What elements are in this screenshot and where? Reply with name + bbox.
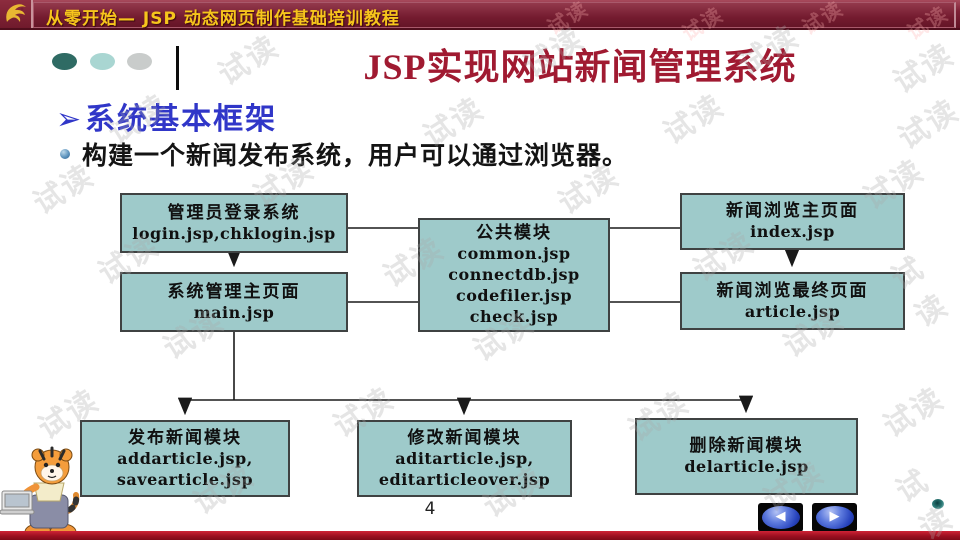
watermark: 试读 (657, 88, 731, 152)
box-line: article.jsp (744, 301, 841, 321)
diagram-box-article: 新闻浏览最终页面 article.jsp (680, 272, 905, 330)
box-title: 删除新闻模块 (689, 436, 804, 457)
diagram-box-common: 公共模块 common.jsp connectdb.jsp codefiler.… (418, 218, 610, 332)
box-line: addarticle.jsp, (117, 448, 253, 468)
box-title: 公共模块 (476, 223, 552, 244)
bullet-text: 构建一个新闻发布系统，用户可以通过浏览器。 (82, 141, 629, 170)
header-bar-panel (33, 2, 956, 28)
bullet-line: 构建一个新闻发布系统，用户可以通过浏览器。 (60, 136, 628, 172)
box-title: 新闻浏览主页面 (726, 201, 859, 222)
logo-cell (0, 0, 33, 28)
deco-dot-gray (127, 53, 152, 70)
diagram-box-index: 新闻浏览主页面 index.jsp (680, 193, 905, 250)
box-line: connectdb.jsp (448, 265, 580, 285)
back-arrow-icon: ◀ (775, 509, 786, 524)
bullet-dot-icon (60, 149, 70, 159)
watermark: 试读 (890, 463, 960, 540)
diagram-box-main: 系统管理主页面 main.jsp (120, 272, 348, 332)
section-heading: ➢系统基本框架 (56, 94, 277, 138)
box-line: delarticle.jsp (684, 457, 809, 477)
page-title: JSP实现网站新闻管理系统 (363, 47, 797, 87)
page-number: 4 (424, 499, 436, 519)
box-line: codefiler.jsp (455, 286, 572, 306)
previous-slide-button[interactable]: ◀ (758, 503, 803, 532)
box-title: 系统管理主页面 (167, 281, 301, 302)
diagram-box-add-news: 发布新闻模块 addarticle.jsp, savearticle.jsp (80, 420, 290, 497)
header-bar: 从零开始— JSP 动态网页制作基础培训教程 (0, 0, 960, 30)
box-line: editarticleover.jsp (378, 469, 551, 489)
box-title: 发布新闻模块 (128, 427, 242, 448)
box-line: login.jsp,chklogin.jsp (132, 223, 336, 243)
diagram-box-delete-news: 删除新闻模块 delarticle.jsp (635, 418, 858, 495)
diagram-box-login: 管理员登录系统 login.jsp,chklogin.jsp (120, 193, 348, 253)
tiger-mascot-image (0, 446, 80, 540)
watermark: 试读 (877, 381, 951, 445)
nav-oval: ◀ (761, 506, 800, 529)
footer-bar (0, 531, 960, 540)
deco-vertical-bar (176, 46, 179, 90)
section-heading-label: 系统基本框架 (85, 102, 278, 137)
arrow-bullet-icon: ➢ (56, 102, 84, 137)
box-line: check.jsp (469, 306, 559, 326)
nav-oval: ▶ (815, 506, 854, 529)
teal-dot-decoration (932, 499, 944, 509)
box-line: main.jsp (193, 302, 275, 322)
dragon-logo-icon (5, 4, 26, 23)
watermark: 试读 (892, 93, 960, 157)
box-title: 管理员登录系统 (167, 202, 301, 223)
deco-dot-dark-teal (52, 53, 77, 70)
box-line: savearticle.jsp (116, 469, 254, 489)
next-slide-button[interactable]: ▶ (812, 503, 857, 532)
box-title: 修改新闻模块 (407, 427, 522, 448)
forward-arrow-icon: ▶ (829, 509, 840, 524)
box-title: 新闻浏览最终页面 (716, 280, 869, 301)
course-title: 从零开始— JSP 动态网页制作基础培训教程 (46, 9, 400, 29)
deco-dot-light-teal (90, 53, 115, 70)
box-line: aditarticle.jsp, (395, 448, 534, 468)
box-line: index.jsp (750, 222, 835, 242)
box-line: common.jsp (457, 244, 571, 264)
diagram-box-edit-news: 修改新闻模块 aditarticle.jsp, editarticleover.… (357, 420, 572, 497)
